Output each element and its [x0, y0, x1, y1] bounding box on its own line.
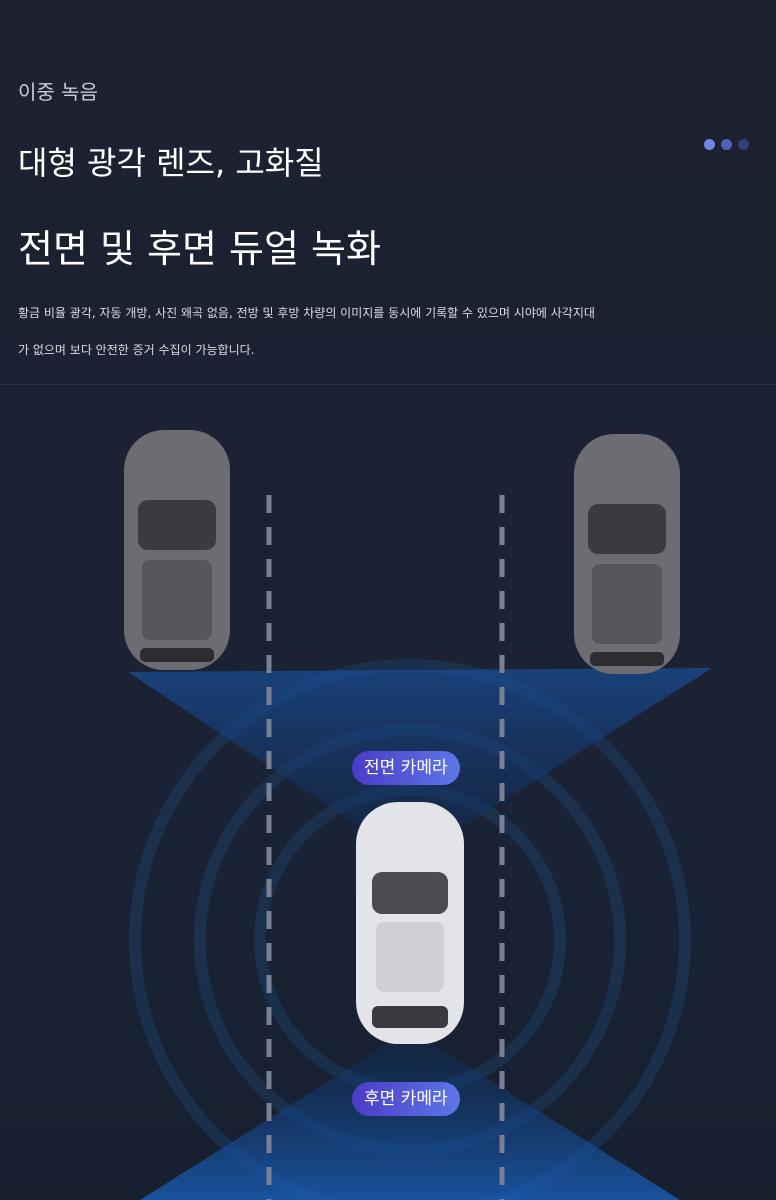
headline-1: 대형 광각 렌즈, 고화질 [18, 144, 324, 182]
divider [0, 384, 776, 385]
page-dot-2[interactable] [721, 139, 732, 150]
headline-2: 전면 및 후면 듀얼 녹화 [18, 227, 381, 271]
center-car-icon [356, 802, 464, 1044]
page-dot-3[interactable] [738, 139, 749, 150]
pagination-dots[interactable] [704, 139, 749, 150]
car-right-icon [574, 434, 680, 674]
subtitle: 이중 녹음 [18, 80, 98, 104]
page-dot-1[interactable] [704, 139, 715, 150]
rear-camera-label: 후면 카메라 [352, 1082, 460, 1116]
description-line-2: 가 없으며 보다 안전한 증거 수집이 가능합니다. [18, 343, 255, 357]
front-camera-label: 전면 카메라 [352, 751, 460, 785]
car-left-icon [124, 430, 230, 670]
description-line-1: 황금 비율 광각, 자동 개방, 사진 왜곡 없음, 전방 및 후방 차량의 이… [18, 306, 595, 320]
